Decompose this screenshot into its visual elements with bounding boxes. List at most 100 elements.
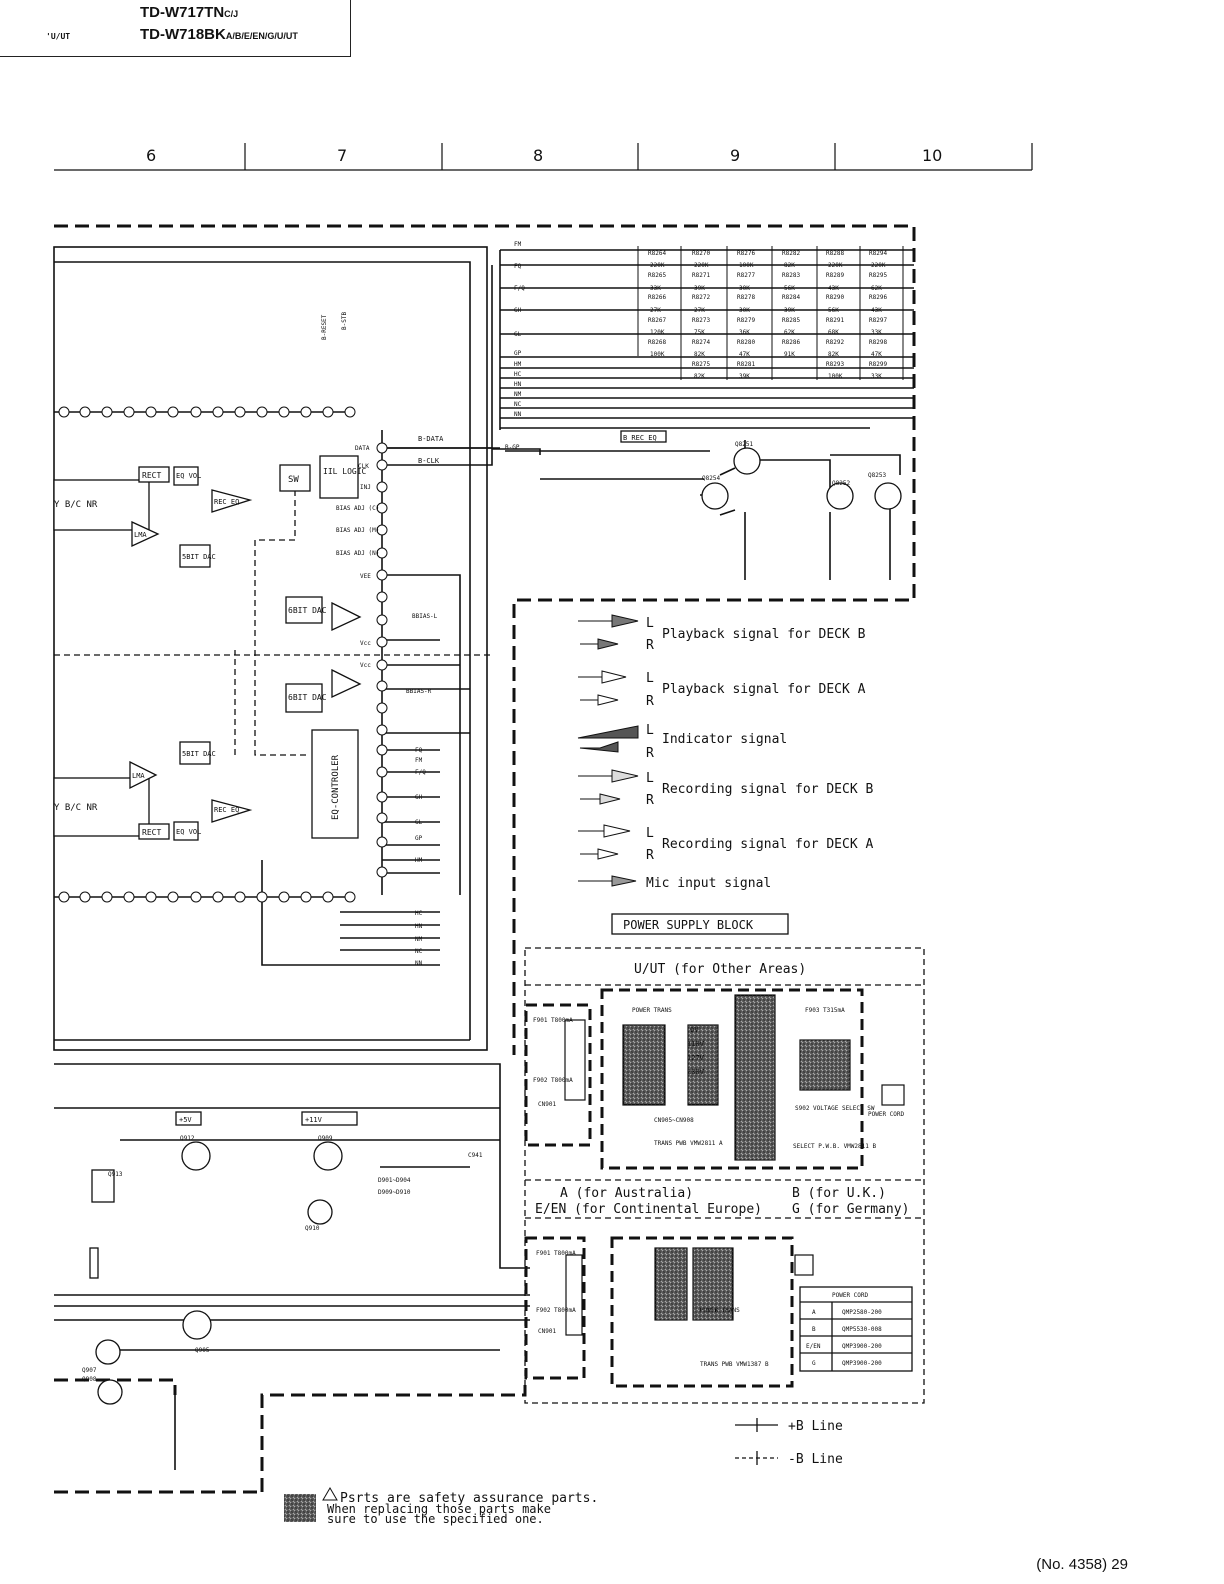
res-val: 82K [828, 351, 839, 358]
b-data-label: B-DATA [418, 435, 444, 443]
res-ref: R8299 [869, 361, 887, 368]
res-ref: R8298 [869, 339, 887, 346]
eq-line-hm: HM [514, 361, 522, 368]
transistor-label: Q8253 [868, 472, 886, 479]
legend-item-playback-a: Playback signal for DECK A [662, 682, 866, 697]
legend-l: L [646, 723, 654, 738]
res-val: 62K [784, 329, 795, 336]
res-ref: R8271 [692, 272, 710, 279]
c941-label: C941 [468, 1152, 483, 1159]
column-number-10: 10 [922, 146, 942, 165]
eq-line-gh: GH [514, 307, 522, 314]
res-ref: R8276 [737, 250, 755, 257]
res-val: 62K [871, 285, 882, 292]
safety-note-line-3: sure to use the specified one. [327, 1512, 544, 1526]
res-val: 100K [828, 373, 843, 380]
res-val: 68K [828, 329, 839, 336]
q910-label: Q910 [305, 1225, 320, 1232]
cord-row-region: G [812, 1360, 816, 1367]
column-number-8: 8 [533, 146, 543, 165]
res-ref: R8273 [692, 317, 710, 324]
res-ref: R8280 [737, 339, 755, 346]
res-val: 39K [784, 307, 795, 314]
model-header-box: 'U/UT TD-W717TNC/J TD-W718BKA/B/E/EN/G/U… [0, 0, 351, 57]
res-ref: R8267 [648, 317, 666, 324]
eqc-fq: FQ [415, 747, 423, 754]
lma-label: LMA [134, 531, 147, 539]
eqc-hn: HN [415, 923, 423, 930]
res-val: 75K [694, 329, 705, 336]
power-trans-label-b: POWER TRANS [700, 1307, 740, 1314]
res-val: 47K [739, 351, 750, 358]
res-ref: R8295 [869, 272, 887, 279]
power-cord-label: POWER CORD [868, 1111, 905, 1118]
bias-l-label: BBIAS-L [412, 613, 438, 620]
transformer-cores [564, 994, 905, 1336]
res-ref: R8282 [782, 250, 800, 257]
cord-row-region: A [812, 1309, 816, 1316]
legend-r: R [646, 793, 654, 808]
res-val: 220K [828, 262, 843, 269]
res-ref: R8274 [692, 339, 710, 346]
f901-label: F901 T800mA [533, 1017, 573, 1024]
res-val: 56K [828, 307, 839, 314]
cn905-label: CN905~CN908 [654, 1117, 694, 1124]
model-2-name: TD-W718BK [140, 26, 226, 43]
res-val: 39K [694, 285, 705, 292]
res-val: 220K [871, 262, 886, 269]
rec-eq-label-2: REC EQ [214, 806, 239, 814]
eq-vol-label-2: EQ VOL [176, 828, 201, 836]
cord-row-part: QMP3900-200 [842, 1343, 882, 1350]
column-ruler [54, 143, 1033, 171]
res-ref: R8288 [826, 250, 844, 257]
res-ref: R8294 [869, 250, 887, 257]
tap-voltage: 230V [687, 1068, 705, 1076]
legend-r: R [646, 746, 654, 761]
dac-6bit-label: 6BIT DAC [288, 606, 327, 615]
legend-r: R [646, 638, 654, 653]
res-val: 47K [871, 351, 882, 358]
eq-line-fm: FM [514, 241, 522, 248]
res-val: 56K [784, 285, 795, 292]
minus-b-line-label: -B Line [788, 1452, 843, 1467]
q912-label: Q912 [180, 1135, 195, 1142]
cn901-label-b: CN901 [538, 1328, 556, 1335]
line-legend-symbols [735, 1418, 778, 1465]
region-a: A (for Australia) [560, 1186, 693, 1201]
f902-label: F902 T800mA [533, 1077, 573, 1084]
legend-l: L [646, 671, 654, 686]
eqc-gh: GH [415, 794, 423, 801]
res-val: 33K [871, 329, 882, 336]
cord-row-part: QMP5530-008 [842, 1326, 882, 1333]
cord-row-part: QMP3900-200 [842, 1360, 882, 1367]
ic-pin-column-right [376, 442, 388, 878]
res-ref: R8285 [782, 317, 800, 324]
legend-r: R [646, 848, 654, 863]
res-ref: R8297 [869, 317, 887, 324]
f902-label-b: F902 T800mA [536, 1307, 576, 1314]
eqc-hc: HC [415, 910, 423, 917]
res-ref: R8266 [648, 294, 666, 301]
q909-label: Q909 [318, 1135, 333, 1142]
transistor-label: Q8251 [735, 441, 753, 448]
legend-item-recording-b: Recording signal for DECK B [662, 782, 873, 797]
res-val: 220K [650, 262, 665, 269]
ic-wiring [53, 246, 914, 1470]
eq-vol-label: EQ VOL [176, 472, 201, 480]
res-val: 82K [784, 262, 795, 269]
res-ref: R8268 [648, 339, 666, 346]
res-val: 220K [694, 262, 709, 269]
transistor-label: Q8252 [832, 480, 850, 487]
eq-line-hc: HC [514, 371, 522, 378]
b-stb-label: B-STB [341, 312, 348, 330]
model-1-suffix: C/J [224, 9, 239, 19]
cord-table-header: POWER CORD [832, 1292, 869, 1299]
eqc-nn: NN [415, 960, 423, 967]
transistor-label: Q8254 [702, 475, 720, 482]
res-ref: R8264 [648, 250, 666, 257]
d901-label: D901~D904 [378, 1177, 411, 1184]
cord-row-part: QMP2580-200 [842, 1309, 882, 1316]
res-ref: R8283 [782, 272, 800, 279]
res-val: 27K [694, 307, 705, 314]
legend-l: L [646, 771, 654, 786]
